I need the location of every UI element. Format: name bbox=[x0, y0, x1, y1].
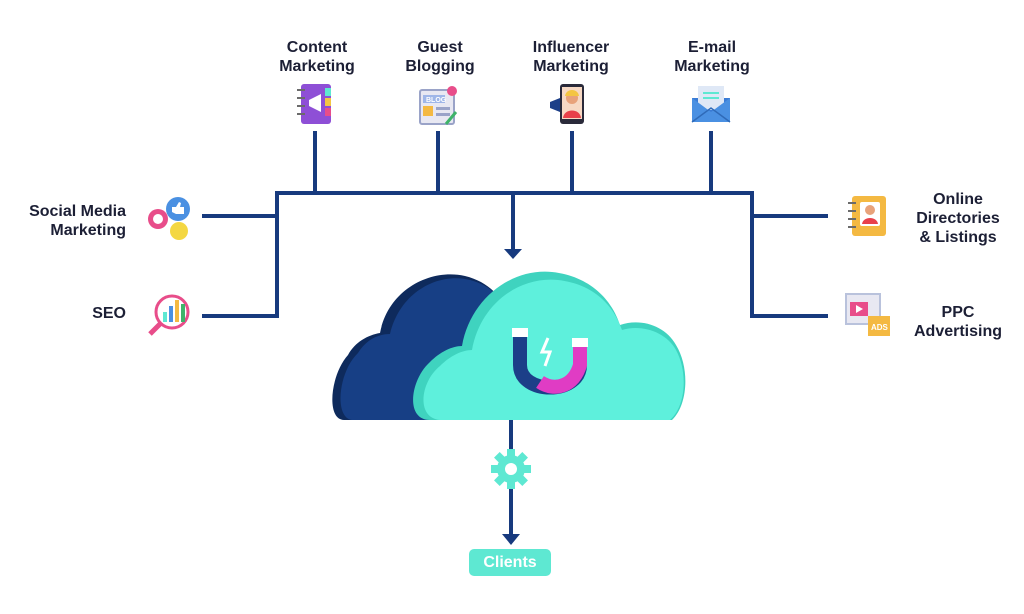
label-content-marketing: Content Marketing bbox=[279, 39, 355, 75]
label-influencer-marketing: Influencer Marketing bbox=[532, 39, 610, 75]
blog-page-icon: BLOG bbox=[419, 86, 458, 125]
label-seo: SEO bbox=[92, 305, 126, 322]
ads-video-icon: ADS bbox=[845, 293, 890, 336]
social-bubbles-icon bbox=[148, 197, 190, 240]
address-book-icon bbox=[848, 196, 886, 236]
cloud-input-arrowhead bbox=[504, 249, 522, 259]
gear-icon bbox=[491, 449, 531, 489]
clients-arrowhead bbox=[502, 534, 520, 545]
label-social-media-marketing: Social Media Marketing bbox=[29, 203, 126, 239]
notebook-megaphone-icon bbox=[297, 84, 331, 124]
label-ppc-advertising: PPC Advertising bbox=[913, 304, 1002, 340]
magnet-icon bbox=[512, 328, 588, 395]
svg-text:BLOG: BLOG bbox=[426, 97, 447, 104]
label-online-directories-listings: Online Directories & Listings bbox=[916, 191, 1000, 246]
clients-badge: Clients bbox=[469, 549, 551, 576]
influencer-phone-icon bbox=[550, 84, 584, 124]
label-guest-blogging: Guest Blogging bbox=[405, 39, 475, 75]
envelope-icon bbox=[691, 86, 731, 123]
svg-text:ADS: ADS bbox=[871, 323, 889, 332]
cloud-front bbox=[413, 271, 686, 420]
label-email-marketing: E-mail Marketing bbox=[674, 39, 750, 75]
connector-lines bbox=[202, 131, 828, 538]
magnifier-chart-icon bbox=[148, 294, 190, 336]
